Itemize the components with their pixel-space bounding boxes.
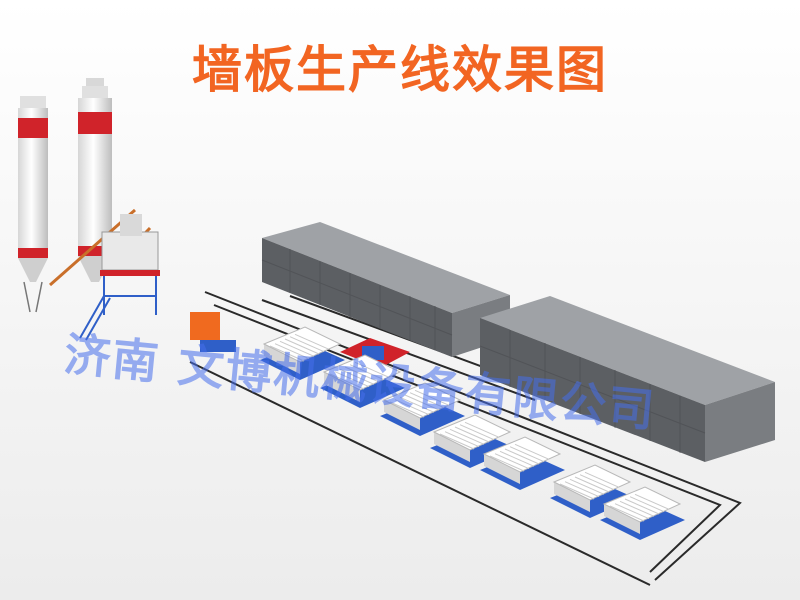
mold-cart [260, 326, 345, 380]
silo-left [18, 96, 48, 313]
mold-cart [480, 436, 565, 490]
mixer-tower [79, 214, 160, 341]
mold-cart [600, 486, 685, 540]
panel-molds [260, 326, 685, 540]
mold-cart [320, 354, 405, 408]
casting-station [190, 312, 410, 368]
block-stack-front [479, 296, 775, 462]
mold-cart [430, 414, 515, 468]
mold-cart [380, 382, 465, 436]
mold-cart [550, 464, 635, 518]
page-title: 墙板生产线效果图 [192, 41, 608, 99]
